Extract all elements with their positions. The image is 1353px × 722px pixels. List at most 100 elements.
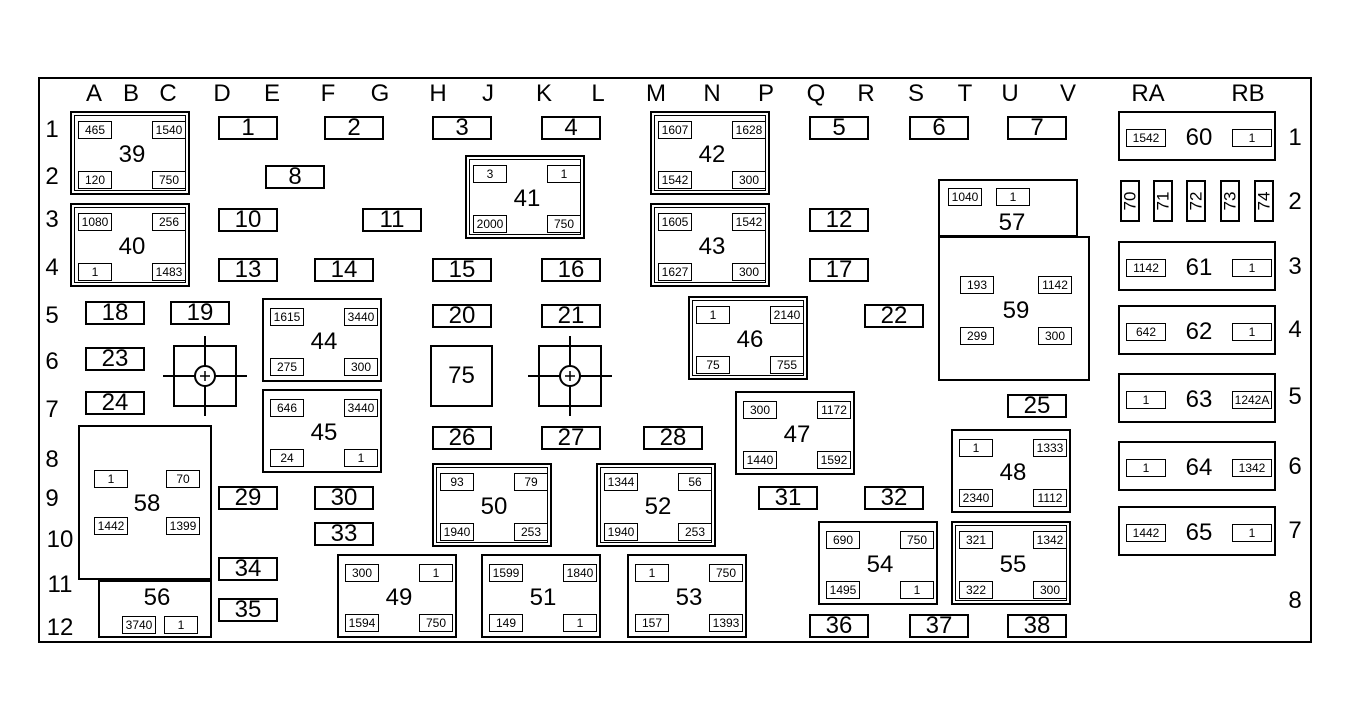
crosshair-icon — [528, 336, 612, 416]
fuse-26: 26 — [432, 426, 492, 450]
relay-number: 51 — [529, 584, 557, 611]
relay-pin: 3 — [473, 165, 507, 183]
row-label-left-3: 3 — [45, 206, 59, 233]
column-label-k: K — [535, 80, 553, 107]
relay-pin: 1 — [344, 449, 378, 467]
relay-pin: 750 — [709, 564, 743, 582]
mini-fuse-label: 74 — [1254, 191, 1274, 211]
relay-pin: 1 — [1232, 129, 1272, 147]
relay-pin: 253 — [678, 523, 712, 541]
relay-number: 47 — [783, 421, 811, 448]
relay-pin: 690 — [826, 531, 860, 549]
relay-pin: 750 — [547, 215, 581, 233]
relay-pin: 1442 — [1126, 524, 1166, 542]
fuse-31: 31 — [758, 486, 818, 510]
relay-pin: 1483 — [152, 263, 186, 281]
relay-number: 50 — [480, 493, 508, 520]
fuse-33: 33 — [314, 522, 374, 546]
relay-pin: 1440 — [743, 451, 777, 469]
relay-pin: 2140 — [770, 306, 804, 324]
fuse-7: 7 — [1007, 116, 1067, 140]
relay-pin: 750 — [152, 171, 186, 189]
relay-pin: 299 — [960, 327, 994, 345]
column-label-ra: RA — [1131, 80, 1165, 107]
fuse-block-outline — [38, 77, 1312, 643]
fuse-4: 4 — [541, 116, 601, 140]
row-label-left-12: 12 — [46, 614, 74, 641]
relay-pin: 755 — [770, 356, 804, 374]
fuse-32: 32 — [864, 486, 924, 510]
column-label-a: A — [85, 80, 103, 107]
fuse-6: 6 — [909, 116, 969, 140]
row-label-left-4: 4 — [45, 254, 59, 281]
relay-number: 44 — [310, 328, 338, 355]
relay-pin: 3440 — [344, 399, 378, 417]
row-label-left-7: 7 — [45, 396, 59, 423]
fuse-24: 24 — [85, 391, 145, 415]
mini-fuse-72: 72 — [1186, 180, 1206, 222]
relay-pin: 1442 — [94, 517, 128, 535]
relay-pin: 1112 — [1033, 489, 1067, 507]
relay-pin: 1940 — [604, 523, 638, 541]
relay-number: 39 — [118, 141, 146, 168]
column-label-rb: RB — [1231, 80, 1265, 107]
relay-pin: 3740 — [122, 616, 156, 634]
fuse-8: 8 — [265, 165, 325, 189]
column-label-r: R — [857, 80, 875, 107]
relay-number: 49 — [385, 584, 413, 611]
mounting-post-2 — [528, 336, 612, 416]
relay-pin: 1 — [1232, 524, 1272, 542]
relay-pin: 1592 — [817, 451, 851, 469]
row-label-right-3: 3 — [1288, 253, 1302, 280]
column-label-j: J — [482, 80, 494, 107]
relay-pin: 1399 — [166, 517, 200, 535]
relay-pin: 1040 — [948, 188, 982, 206]
relay-pin: 1940 — [440, 523, 474, 541]
mini-fuse-label: 70 — [1120, 191, 1140, 211]
column-label-p: P — [757, 80, 775, 107]
fuse-14: 14 — [314, 258, 374, 282]
relay-pin: 75 — [696, 356, 730, 374]
fuse-3: 3 — [432, 116, 492, 140]
row-label-left-9: 9 — [45, 485, 59, 512]
relay-pin: 1542 — [658, 171, 692, 189]
relay-pin: 1627 — [658, 263, 692, 281]
crosshair-icon — [163, 336, 247, 416]
mini-fuse-74: 74 — [1254, 180, 1274, 222]
relay-pin: 1 — [996, 188, 1030, 206]
fuse-2: 2 — [324, 116, 384, 140]
mini-fuse-71: 71 — [1153, 180, 1173, 222]
fuse-38: 38 — [1007, 614, 1067, 638]
column-label-t: T — [957, 80, 973, 107]
fuse-13: 13 — [218, 258, 278, 282]
column-label-f: F — [320, 80, 336, 107]
relay-number: 43 — [698, 233, 726, 260]
relay-pin: 1615 — [270, 308, 304, 326]
block-75: 75 — [430, 345, 493, 407]
relay-number: 42 — [698, 141, 726, 168]
fuse-11: 11 — [362, 208, 422, 232]
relay-pin: 275 — [270, 358, 304, 376]
fuse-36: 36 — [809, 614, 869, 638]
fuse-23: 23 — [85, 347, 145, 371]
relay-pin: 1 — [635, 564, 669, 582]
row-label-right-1: 1 — [1288, 124, 1302, 151]
relay-pin: 1242A — [1232, 391, 1272, 409]
relay-number: 58 — [133, 490, 161, 517]
mounting-post-1 — [163, 336, 247, 416]
relay-pin: 1605 — [658, 213, 692, 231]
row-label-right-8: 8 — [1288, 587, 1302, 614]
